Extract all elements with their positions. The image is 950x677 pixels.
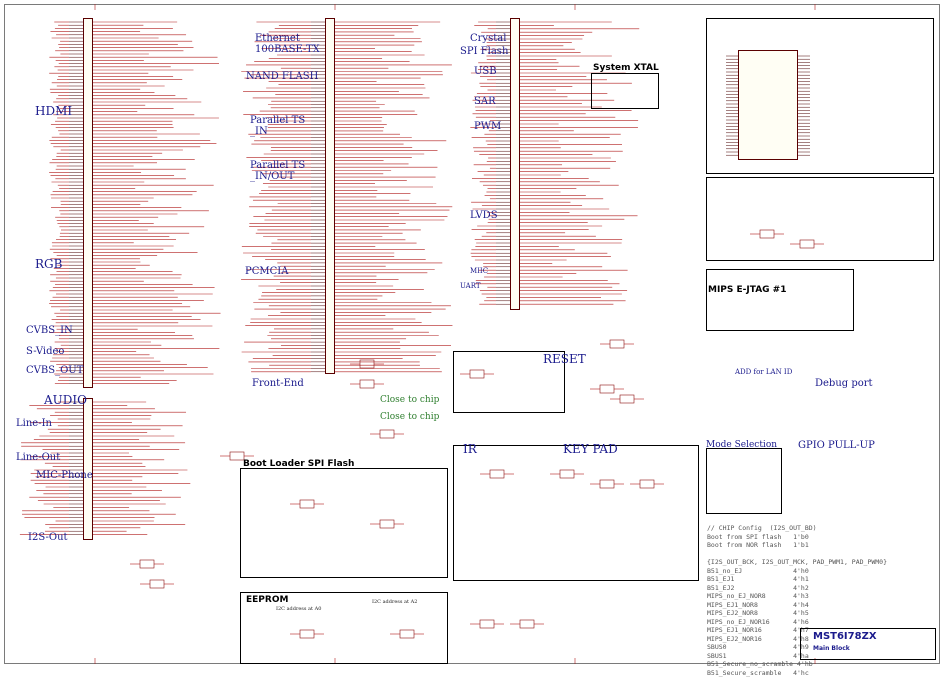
section-title-lvds: LVDS [470, 210, 498, 221]
section-title-pcmcia: PCMCIA [245, 266, 288, 277]
section-title-rgb: RGB [35, 259, 62, 270]
section-title-boot-loader: Boot Loader SPI Flash [243, 459, 354, 470]
section-title-crystal: Crystal [470, 33, 506, 44]
section-title-ethernet: Ethernet 100BASE-TX [255, 33, 320, 55]
ic-block-audio [83, 398, 93, 540]
title-block-document: Main Block [813, 645, 850, 652]
section-title-cvbs-out: CVBS_OUT [26, 365, 83, 376]
title-block: MST6I78ZX Main Block [800, 628, 936, 660]
section-title-gpio-pull-up: GPIO PULL-UP [798, 440, 875, 451]
chip-config-line: B51_EJ1 4'h1 [707, 575, 887, 584]
section-title-pwm: PWM [474, 121, 501, 132]
section-title-cvbs-in: CVBS_IN [26, 325, 73, 336]
section-title-line-in: Line-In [16, 418, 52, 429]
section-title-line-out: Line-Out [16, 452, 60, 463]
section-title-nand-flash: NAND FLASH [246, 71, 318, 82]
chip-config-line: B51_Secure_no_scramble 4'hb [707, 660, 887, 669]
section-title-system-xtal: System XTAL [593, 63, 659, 74]
section-title-uart: UART [460, 281, 481, 292]
mode-selection-box [706, 448, 782, 514]
section-title-i2s-out: I2S-Out [28, 532, 68, 543]
usb-power-box [706, 177, 934, 261]
ic-block-ethernet-pcmcia [325, 18, 335, 374]
chip-config-line: Boot from SPI flash 1'b0 [707, 533, 887, 542]
ic-block-lvds-io [510, 18, 520, 310]
section-title-reset: RESET [543, 354, 586, 365]
chip-config-line: B51_no_EJ 4'h0 [707, 567, 887, 576]
chip-config-line: MIPS_no_EJ_NOR16 4'h6 [707, 618, 887, 627]
title-block-chip-name: MST6I78ZX [813, 631, 877, 642]
chip-config-line: Boot from NOR flash 1'b1 [707, 541, 887, 550]
eeprom-i2c-address-2: I2C address at A2 [372, 597, 417, 608]
boot-loader-box [240, 468, 448, 578]
chip-config-line: MIPS_no_EJ_NOR8 4'h3 [707, 592, 887, 601]
section-title-mic: MIIC [470, 266, 488, 277]
note-close-to-chip-2: Close to chip [380, 412, 439, 422]
ir-keypad-box [453, 445, 699, 581]
mips-ejtag-box [706, 269, 854, 331]
section-title-parallel-ts-in: Parallel TS _IN [250, 115, 305, 137]
section-title-parallel-ts-inout: Parallel TS _IN/OUT [250, 160, 305, 182]
nand-box [706, 18, 934, 174]
section-title-mips-ejtag: MIPS E-JTAG #1 [708, 285, 786, 296]
section-title-front-end: Front-End [252, 378, 304, 389]
section-title-mic-phone: MIC-Phone [36, 470, 93, 481]
chip-config-line [707, 550, 887, 559]
chip-config-line: MIPS_EJ1_NOR8 4'h4 [707, 601, 887, 610]
section-title-usb: USB [474, 66, 497, 77]
section-title-s-video: S-Video [26, 346, 64, 357]
section-title-ir: IR [463, 444, 477, 455]
section-title-debug-port: Debug port [815, 378, 873, 389]
chip-config-line: B51_EJ2 4'h2 [707, 584, 887, 593]
section-title-audio: AUDIO [44, 395, 87, 406]
system-xtal-box [591, 73, 659, 109]
chip-config-line: // CHIP Config (I2S_OUT_BD) [707, 524, 887, 533]
chip-config-line: {I2S_OUT_BCK, I2S_OUT_MCK, PAD_PWM1, PAD… [707, 558, 887, 567]
section-title-spi-flash: SPI Flash [460, 46, 508, 57]
section-title-sar: SAR [474, 96, 496, 107]
chip-config-line: B51_Secure_scramble 4'hc [707, 669, 887, 677]
section-title-hdmi: HDMI [35, 106, 72, 117]
section-title-key-pad: KEY PAD [563, 444, 618, 455]
ic-block-hdmi-rgb [83, 18, 93, 388]
note-close-to-chip-1: Close to chip [380, 395, 439, 405]
eeprom-i2c-address-1: I2C address at A0 [276, 604, 321, 615]
chip-config-line: MIPS_EJ2_NOR8 4'h5 [707, 609, 887, 618]
section-title-add-for-lan-id: ADD for LAN ID [735, 367, 792, 378]
section-title-mode-selection: Mode Selection [706, 440, 777, 451]
